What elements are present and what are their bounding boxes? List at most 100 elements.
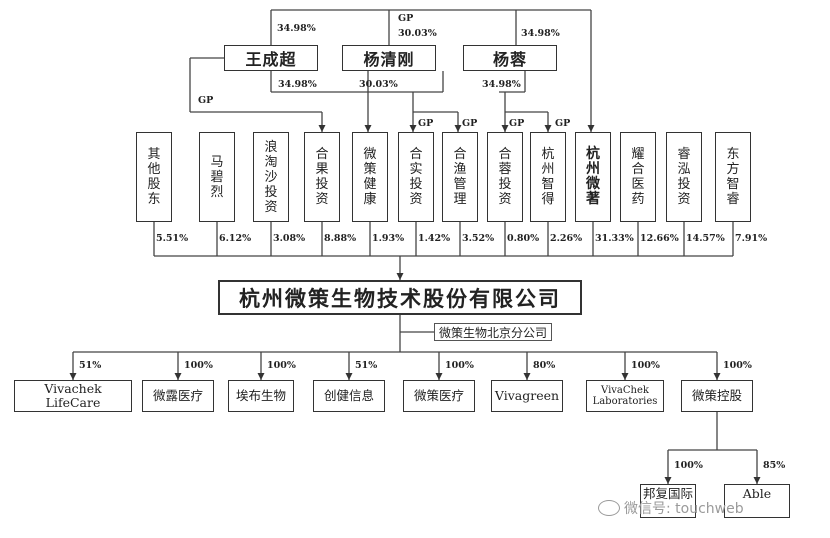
holding-pct: 3.08% bbox=[273, 233, 306, 244]
holding-pct: 1.93% bbox=[372, 233, 405, 244]
pct-label: 34.98% bbox=[482, 79, 521, 90]
subsidiary-box: 微策控股 bbox=[681, 380, 753, 412]
watermark-text: 微信号: touchweb bbox=[624, 501, 744, 517]
subsidiary-pct: 51% bbox=[355, 360, 378, 371]
subsidiary-name: 微策控股 bbox=[691, 388, 742, 403]
gp-label: GP bbox=[555, 118, 571, 129]
holding-pct: 6.12% bbox=[219, 233, 252, 244]
shareholder-box: 其他股东 bbox=[136, 132, 172, 222]
arrow-head bbox=[409, 125, 417, 132]
gp-label: GP bbox=[198, 95, 214, 106]
shareholder-box: 微策健康 bbox=[352, 132, 388, 222]
subsidiary-pct: 100% bbox=[674, 460, 703, 471]
arrow-head bbox=[621, 373, 629, 380]
arrow-head bbox=[713, 373, 721, 380]
gp-label: GP bbox=[462, 118, 478, 129]
subsidiary-name: 邦复国际 bbox=[642, 486, 693, 501]
arrow-head bbox=[364, 125, 372, 132]
shareholder-name: 浪淘沙投资 bbox=[264, 139, 278, 215]
arrow-head bbox=[435, 373, 443, 380]
holding-pct: 12.66% bbox=[640, 233, 679, 244]
watermark: 微信号: touchweb bbox=[598, 498, 744, 518]
holding-pct: 0.80% bbox=[507, 233, 540, 244]
arrow-head bbox=[318, 125, 326, 132]
pct-label: 34.98% bbox=[521, 28, 560, 39]
arrow-head bbox=[396, 273, 404, 280]
shareholder-box: 耀合医药 bbox=[620, 132, 656, 222]
holding-pct: 8.88% bbox=[324, 233, 357, 244]
holding-pct: 31.33% bbox=[595, 233, 634, 244]
pct-label: 30.03% bbox=[359, 79, 398, 90]
shareholder-name: 微策健康 bbox=[363, 147, 377, 207]
shareholder-name: 东方智睿 bbox=[726, 147, 740, 207]
arrow-head bbox=[501, 125, 509, 132]
arrow-head bbox=[257, 373, 265, 380]
gp-label: GP bbox=[418, 118, 434, 129]
subsidiary-box: Vivagreen bbox=[491, 380, 563, 412]
subsidiary-box: 创健信息 bbox=[313, 380, 385, 412]
company-box: 杭州微策生物技术股份有限公司 bbox=[218, 280, 582, 315]
subsidiary-name: Vivachek LifeCare bbox=[44, 381, 102, 410]
wechat-icon bbox=[598, 500, 620, 516]
subsidiary-box: 微露医疗 bbox=[142, 380, 214, 412]
shareholder-box: 合果投资 bbox=[304, 132, 340, 222]
arrow-head bbox=[174, 373, 182, 380]
shareholder-name: 马碧烈 bbox=[210, 154, 224, 200]
shareholder-name: 合实投资 bbox=[409, 147, 423, 207]
shareholder-box: 马碧烈 bbox=[199, 132, 235, 222]
holding-pct: 7.91% bbox=[735, 233, 768, 244]
subsidiary-name: 埃布生物 bbox=[235, 388, 286, 403]
shareholder-name: 合蓉投资 bbox=[498, 147, 512, 207]
subsidiary-box: Vivachek LifeCare bbox=[14, 380, 132, 412]
pct-label: 34.98% bbox=[277, 23, 316, 34]
company-name: 杭州微策生物技术股份有限公司 bbox=[239, 285, 561, 311]
shareholder-name: 其他股东 bbox=[147, 147, 161, 207]
pct-label: 34.98% bbox=[278, 79, 317, 90]
subsidiary-pct: 100% bbox=[723, 360, 752, 371]
shareholder-box: 东方智睿 bbox=[715, 132, 751, 222]
shareholder-box: 杭州微著 bbox=[575, 132, 611, 222]
holding-pct: 1.42% bbox=[418, 233, 451, 244]
holding-pct: 5.51% bbox=[156, 233, 189, 244]
shareholder-box: 合渔管理 bbox=[442, 132, 478, 222]
subsidiary-pct: 100% bbox=[631, 360, 660, 371]
shareholder-name: 杨清刚 bbox=[363, 50, 415, 69]
subsidiary-name: Able bbox=[742, 486, 772, 501]
shareholder-yang-rong: 杨蓉 bbox=[463, 45, 557, 71]
shareholder-name: 杭州微著 bbox=[586, 146, 600, 207]
subsidiary-name: 创健信息 bbox=[323, 388, 374, 403]
subsidiary-name: 微策医疗 bbox=[413, 388, 464, 403]
shareholder-box: 睿泓投资 bbox=[666, 132, 702, 222]
subsidiary-name: Vivagreen bbox=[494, 388, 560, 403]
second-level-subsidiary-box: Able bbox=[724, 484, 790, 518]
arrow-head bbox=[664, 477, 672, 484]
shareholder-name: 合渔管理 bbox=[453, 147, 467, 207]
subsidiary-pct: 100% bbox=[445, 360, 474, 371]
subsidiary-name: 微露医疗 bbox=[152, 388, 203, 403]
shareholder-name: 杨蓉 bbox=[492, 50, 527, 69]
shareholder-box: 合实投资 bbox=[398, 132, 434, 222]
arrow-head bbox=[753, 477, 761, 484]
shareholder-box: 浪淘沙投资 bbox=[253, 132, 289, 222]
branch-name: 微策生物北京分公司 bbox=[438, 325, 547, 340]
subsidiary-pct: 100% bbox=[184, 360, 213, 371]
subsidiary-pct: 85% bbox=[763, 460, 786, 471]
subsidiary-pct: 100% bbox=[267, 360, 296, 371]
shareholder-name: 睿泓投资 bbox=[677, 147, 691, 207]
arrow-head bbox=[454, 125, 462, 132]
arrow-head bbox=[345, 373, 353, 380]
subsidiary-pct: 80% bbox=[533, 360, 556, 371]
shareholder-name: 合果投资 bbox=[315, 147, 329, 207]
gp-label: GP bbox=[509, 118, 525, 129]
pct-label: 30.03% bbox=[398, 28, 437, 39]
arrow-head bbox=[544, 125, 552, 132]
shareholder-name: 王成超 bbox=[245, 50, 297, 69]
shareholder-name: 耀合医药 bbox=[631, 147, 645, 207]
shareholder-wang-chengchao: 王成超 bbox=[224, 45, 318, 71]
shareholder-name: 杭州智得 bbox=[541, 147, 555, 207]
subsidiary-box: 微策医疗 bbox=[403, 380, 475, 412]
arrow-head bbox=[523, 373, 531, 380]
branch-office-box: 微策生物北京分公司 bbox=[434, 323, 552, 341]
arrow-head bbox=[587, 125, 595, 132]
shareholder-box: 杭州智得 bbox=[530, 132, 566, 222]
